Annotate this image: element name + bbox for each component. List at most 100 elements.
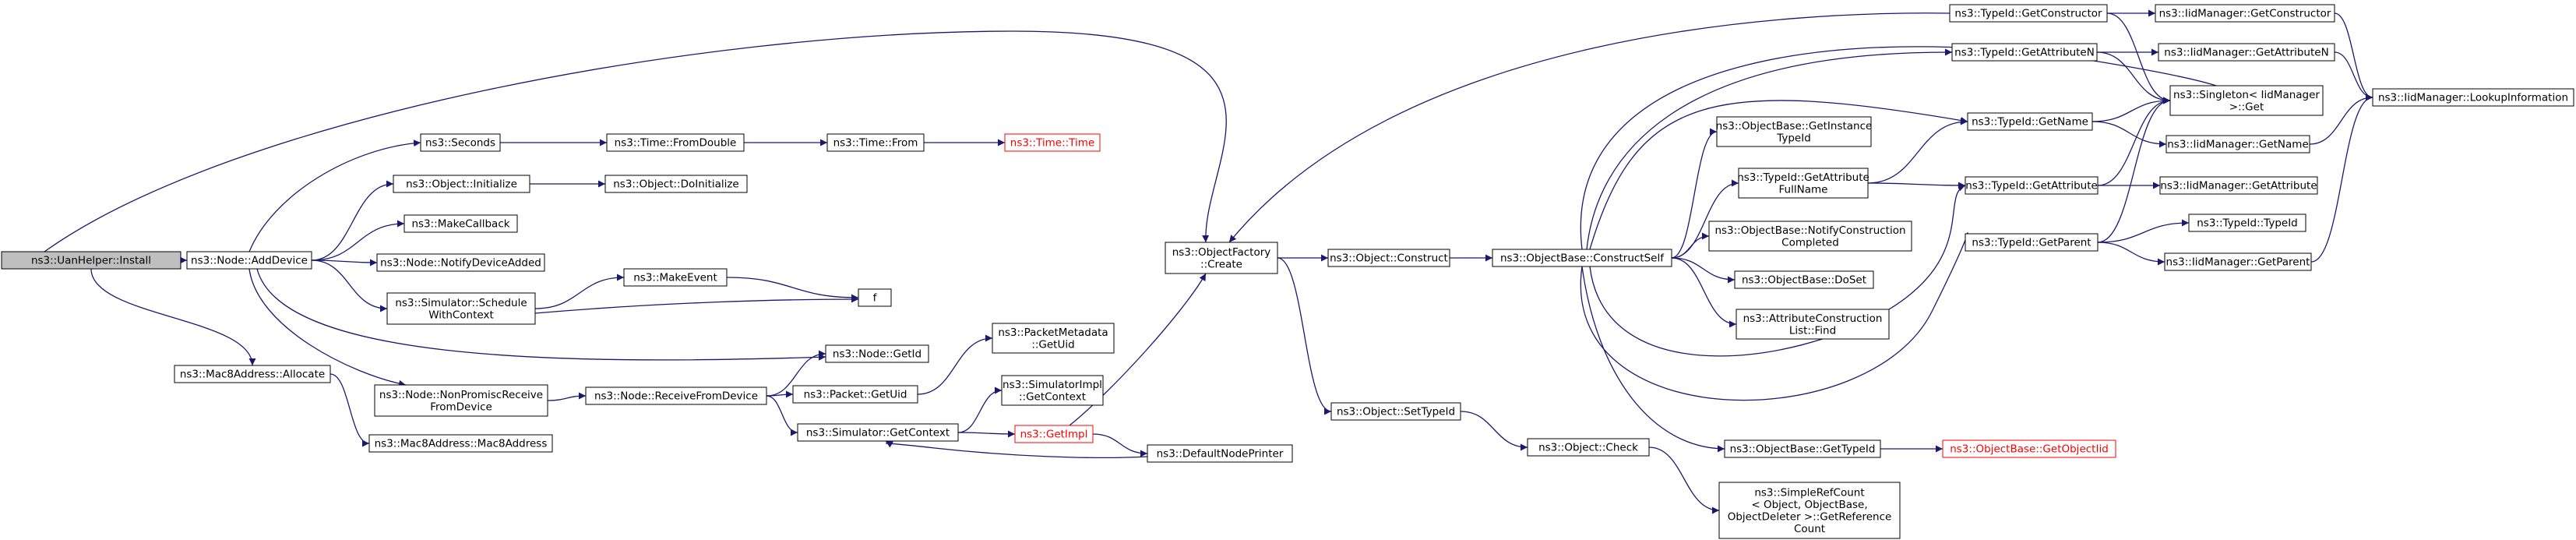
graph-node-label: ns3::Object::Initialize [406,178,517,191]
graph-node-label: ns3::Node::NotifyDeviceAdded [380,257,541,270]
graph-node[interactable]: ns3::ObjectFactory::Create [1165,242,1278,274]
graph-node[interactable]: ns3::Simulator::GetContext [797,423,959,442]
graph-node[interactable]: ns3::Node::NotifyDeviceAdded [376,253,545,272]
call-edge [1648,446,1720,514]
graph-node-box [826,133,925,152]
graph-node[interactable]: ns3::MakeCallback [403,214,518,233]
call-edge [2334,12,2373,101]
graph-node[interactable]: f [858,288,892,307]
call-edge [1671,232,1710,259]
graph-node-box [2169,85,2324,116]
graph-node[interactable]: ns3::Object::DoInitialize [604,175,748,193]
graph-node-box [1734,270,1874,289]
call-edge [534,295,859,314]
graph-node[interactable]: ns3::Object::SetTypeId [1330,402,1461,421]
graph-node-label: ns3::SimpleRefCount [1754,486,1864,499]
graph-node[interactable]: ns3::Packet::GetUid [792,385,918,404]
graph-node[interactable]: ns3::Object::Construct [1327,249,1450,267]
graph-node[interactable]: ns3::TypeId::GetName [1967,112,2093,131]
call-edge [2091,121,2167,148]
graph-node-label: ns3::Object::SetTypeId [1337,406,1455,418]
graph-node[interactable]: ns3::IidManager::GetParent [2164,252,2312,271]
graph-node[interactable]: ns3::UanHelper::Install [1,251,181,270]
graph-node[interactable]: ns3::MakeEvent [623,268,728,287]
graph-node[interactable]: ns3::Time::FromDouble [606,133,745,152]
graph-node[interactable]: ns3::Seconds [420,133,501,152]
graph-node[interactable]: ns3::GetImpl [1014,425,1094,443]
graph-node-label: TypeId [1776,132,1811,144]
graph-node[interactable]: ns3::IidManager::GetConstructor [2155,4,2335,23]
graph-node[interactable]: ns3::IidManager::GetAttribute [2159,176,2318,195]
graph-node-label: ns3::Time::From [833,137,918,150]
call-edge [2097,219,2190,243]
graph-node-box [2155,4,2335,23]
graph-node-box [2164,252,2312,271]
graph-node[interactable]: ns3::Singleton< IidManager>::Get [2169,85,2324,116]
graph-node[interactable]: ns3::TypeId::GetParent [1965,233,2099,252]
graph-node-label: FromDevice [430,401,492,413]
graph-node-label: ns3::IidManager::GetConstructor [2159,8,2331,20]
graph-node[interactable]: ns3::Node::AddDevice [186,251,312,270]
graph-node-box [1738,168,1869,199]
graph-node[interactable]: ns3::ObjectBase::NotifyConstructionCompl… [1708,221,1912,252]
graph-node[interactable]: ns3::Object::Check [1527,438,1650,457]
graph-node[interactable]: ns3::DefaultNodePrinter [1147,444,1293,463]
graph-node-label: ns3::MakeEvent [633,272,717,284]
graph-node[interactable]: ns3::Object::Initialize [393,175,530,193]
graph-node-label: ns3::AttributeConstruction [1743,312,1883,325]
graph-node[interactable]: ns3::IidManager::GetName [2165,135,2310,154]
graph-node[interactable]: ns3::Mac8Address::Allocate [174,365,331,383]
call-edge [1589,100,1968,250]
graph-node[interactable]: ns3::TypeId::GetConstructor [1949,4,2108,23]
graph-node-label: ns3::Packet::GetUid [804,389,907,401]
graph-node[interactable]: ns3::ObjectBase::DoSet [1734,270,1874,289]
graph-node[interactable]: ns3::SimulatorImpl::GetContext [1001,375,1104,406]
graph-node[interactable]: ns3::TypeId::GetAttributeN [1951,43,2098,62]
call-edge [248,139,421,252]
graph-node-box [1965,176,2099,195]
call-edge [311,259,388,312]
graph-node[interactable]: ns3::Time::From [826,133,925,152]
call-edge [311,180,394,261]
graph-node[interactable]: ns3::Node::ReceiveFromDevice [585,386,767,405]
graph-node-box [604,175,748,193]
graph-node[interactable]: ns3::SimpleRefCount< Object, ObjectBase,… [1718,482,1901,539]
graph-node-label: Completed [1781,236,1839,249]
graph-node-box [2188,214,2306,232]
graph-node-label: ns3::Time::FromDouble [615,137,737,150]
call-edge [1069,273,1207,426]
graph-node-label: ns3::ObjectBase::GetObjectIid [1950,443,2109,456]
graph-node[interactable]: ns3::IidManager::GetAttributeN [2158,43,2335,62]
graph-node-label: ns3::UanHelper::Install [31,255,151,267]
graph-node-label: ns3::Seconds [425,137,495,150]
graph-node-label: List::Find [1789,324,1836,337]
graph-node-label: ns3::IidManager::GetAttributeN [2164,47,2328,59]
graph-node[interactable]: ns3::IidManager::LookupInformation [2372,88,2574,107]
graph-node-label: ::Create [1200,258,1242,270]
graph-node-label: ns3::IidManager::GetName [2167,139,2309,151]
call-edge [917,334,993,395]
graph-node-box [606,133,745,152]
graph-node-label: ns3::IidManager::LookupInformation [2378,92,2568,104]
graph-node[interactable]: ns3::ObjectBase::GetTypeId [1724,439,1881,458]
graph-node[interactable]: ns3::ObjectBase::GetObjectIid [1942,439,2116,458]
graph-node[interactable]: ns3::TypeId::TypeId [2188,214,2306,232]
graph-node-box [792,385,918,404]
graph-node-box [1527,438,1650,457]
graph-node[interactable]: ns3::Node::GetId [825,344,929,363]
graph-node[interactable]: ns3::Mac8Address::Mac8Address [368,434,553,453]
graph-node-box [1327,249,1450,267]
call-edge [534,274,625,309]
graph-node-box [420,133,501,152]
graph-node[interactable]: ns3::PacketMetadata::GetUid [992,323,1115,354]
graph-node[interactable]: ns3::ObjectBase::ConstructSelf [1492,249,1672,267]
graph-node[interactable]: ns3::TypeId::GetAttribute [1965,176,2099,195]
call-edge [1671,257,1737,328]
graph-node[interactable]: ns3::Time::Time [1004,133,1101,152]
call-edge [256,268,826,361]
